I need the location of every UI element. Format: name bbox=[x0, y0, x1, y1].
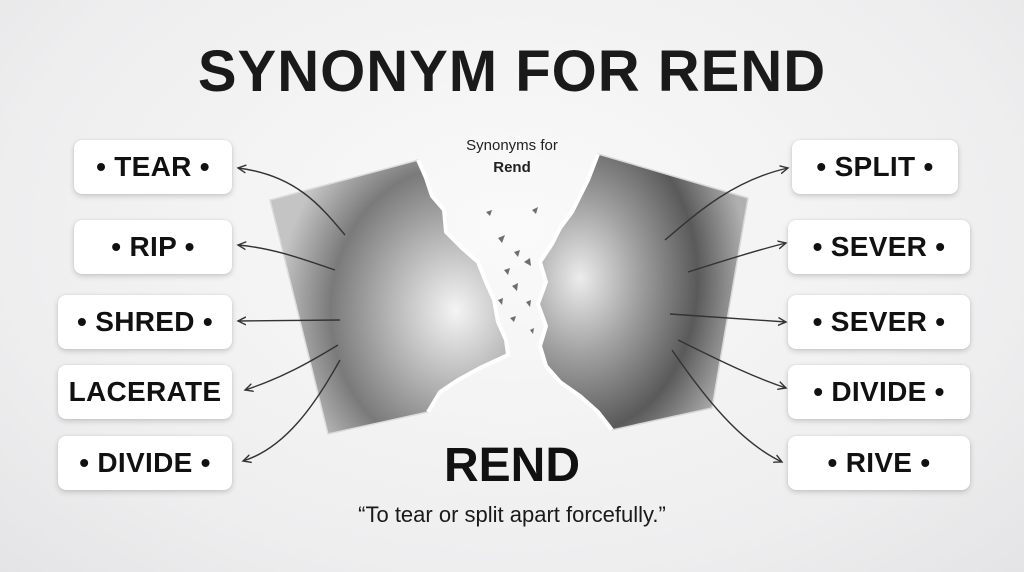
right-synonym-tag: • SPLIT • bbox=[792, 140, 958, 194]
caption-line-1: Synonyms for bbox=[466, 137, 558, 154]
right-synonym-tag: • DIVIDE • bbox=[788, 365, 970, 419]
page-title: SYNONYM FOR REND bbox=[197, 39, 827, 104]
paper-fragments bbox=[486, 207, 538, 334]
right-arrows bbox=[664, 168, 788, 462]
right-synonym-tag: • SEVER • bbox=[788, 220, 970, 274]
caption-line-2: Rend bbox=[493, 159, 531, 176]
caption: Synonyms for Rend bbox=[412, 135, 612, 179]
left-synonym-tag: • TEAR • bbox=[74, 140, 232, 194]
right-synonym-tag: • RIVE • bbox=[788, 436, 970, 490]
left-synonym-tag: LACERATE bbox=[58, 365, 232, 419]
left-arrows bbox=[238, 168, 346, 461]
left-synonym-tag: • RIP • bbox=[74, 220, 232, 274]
right-synonym-tag: • SEVER • bbox=[788, 295, 970, 349]
headword: REND bbox=[443, 439, 580, 492]
left-synonym-tag: • SHRED • bbox=[58, 295, 232, 349]
left-paper-half bbox=[269, 159, 509, 435]
definition: “To tear or split apart forcefully.” bbox=[358, 502, 666, 527]
left-synonym-tag: • DIVIDE • bbox=[58, 436, 232, 490]
